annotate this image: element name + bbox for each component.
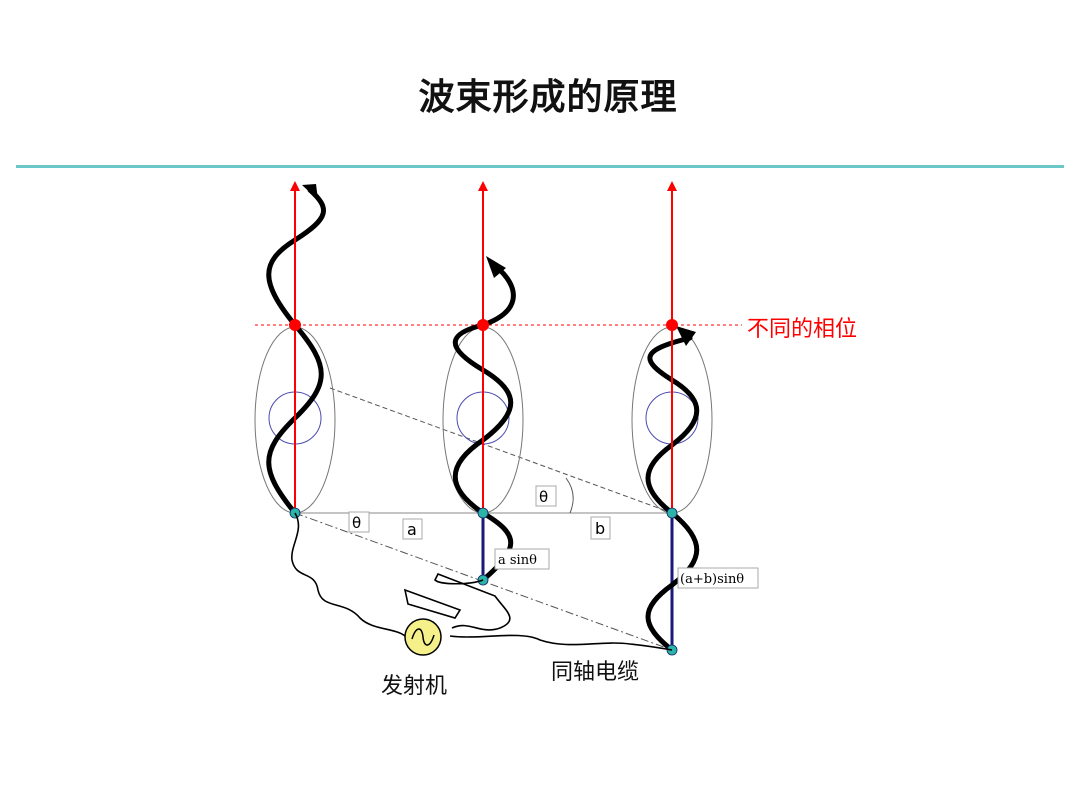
- theta-arc: [565, 477, 574, 514]
- spacing-a-label: a: [407, 520, 417, 539]
- wave-curve: [266, 187, 326, 516]
- phase-label: 不同的相位: [747, 317, 857, 342]
- antenna-element-3: [631, 181, 713, 656]
- title-divider: [16, 165, 1064, 168]
- feed-node-top: [666, 507, 678, 519]
- a-sin-theta-label: a sinθ: [498, 553, 537, 568]
- coax-cable-3: [449, 634, 673, 651]
- wavefront-line-lower: [294, 512, 673, 651]
- wave-arrowhead: [486, 256, 506, 278]
- transmitter-source: [404, 618, 442, 656]
- wavefront-line-upper: [329, 387, 673, 514]
- antenna-element-2: [442, 181, 524, 586]
- phase-point: [289, 319, 301, 331]
- wave-arrowhead: [676, 326, 696, 346]
- theta-label-left: θ: [352, 514, 361, 532]
- spacing-b-label: b: [595, 519, 605, 538]
- page-title: 波束形成的原理: [418, 77, 678, 118]
- phase-point: [477, 319, 489, 331]
- phase-point: [666, 319, 678, 331]
- wave-arrowhead: [302, 184, 318, 200]
- ab-sin-theta-label: (a+b)sinθ: [680, 572, 744, 587]
- antenna-element-1: [254, 181, 336, 519]
- sine-icon: [411, 628, 435, 646]
- coax-cable-2: [434, 572, 511, 631]
- coax-cable-label: 同轴电缆: [551, 660, 639, 685]
- coax-cable-1: [291, 512, 406, 637]
- theta-label-right: θ: [539, 488, 548, 506]
- wave-curve: [645, 335, 700, 653]
- transmitter-label: 发射机: [381, 674, 447, 699]
- feed-node-top: [477, 507, 489, 519]
- coax-cable-2b: [403, 588, 462, 619]
